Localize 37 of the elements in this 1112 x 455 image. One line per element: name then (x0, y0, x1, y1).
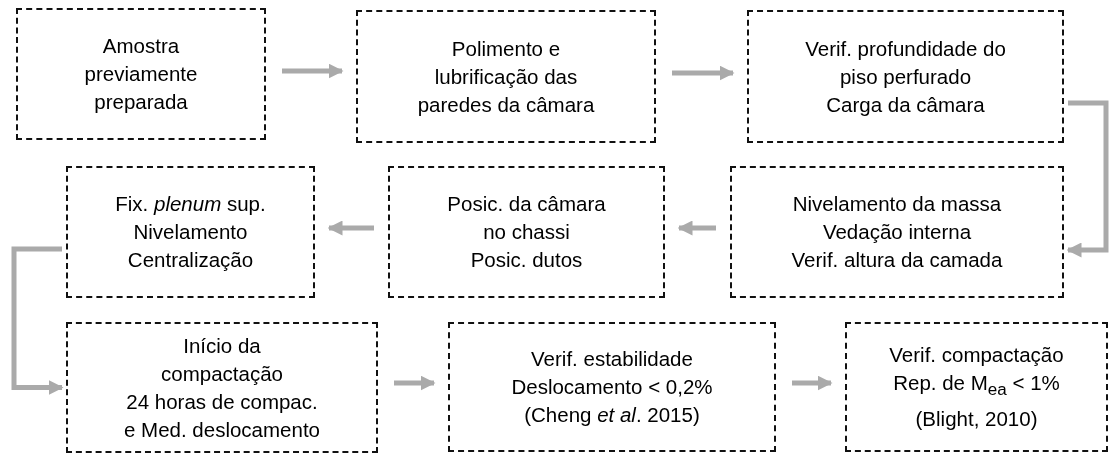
step-text: Verif. profundidade do piso perfurado (804, 35, 1007, 90)
step-text: Rep. de M$_{ea}$ < 1% (893, 370, 1060, 402)
process-box (730, 166, 1064, 298)
process-box (16, 8, 266, 140)
step-text: Deslocamento < 0,2% (511, 374, 713, 400)
process-box (747, 10, 1064, 143)
step-text: Centralização (127, 247, 254, 273)
step-text: Posic. dutos (470, 247, 583, 273)
arrow (327, 220, 374, 236)
step-text: Polimento e lubrificação das paredes da câmara (416, 35, 596, 118)
step-text: (Cheng et al. 2015) (524, 402, 700, 428)
step-text: Nivelamento (133, 219, 248, 245)
step-text: (Blight, 2010) (915, 405, 1038, 432)
process-box (448, 322, 776, 452)
step-text: Verif. compactação (889, 342, 1064, 369)
arrow (394, 375, 436, 391)
process-box (66, 322, 378, 453)
step-text: Vedação interna (822, 219, 972, 245)
step-text: 24 horas de compac. e Med. deslocamento (123, 388, 321, 443)
step-text: Posic. da câmara no chassi (446, 191, 607, 245)
step-text: Amostra previamente preparada (83, 33, 199, 115)
arrow (282, 63, 344, 79)
process-box (66, 166, 315, 298)
arrow (11, 246, 64, 395)
arrow (792, 375, 833, 391)
step-text: Nivelamento da massa (792, 191, 1002, 217)
step-text: Verif. altura da camada (791, 247, 1003, 273)
process-box (356, 10, 656, 143)
step-text: Início da compactação (160, 332, 284, 387)
arrow (1066, 100, 1109, 258)
process-box (388, 166, 665, 298)
arrow (672, 65, 735, 81)
step-text: Fix. plenum sup. (115, 191, 266, 217)
step-text: Carga da câmara (826, 91, 985, 118)
process-box (845, 322, 1108, 452)
arrow (677, 220, 716, 236)
step-text: Verif. estabilidade (531, 346, 693, 372)
